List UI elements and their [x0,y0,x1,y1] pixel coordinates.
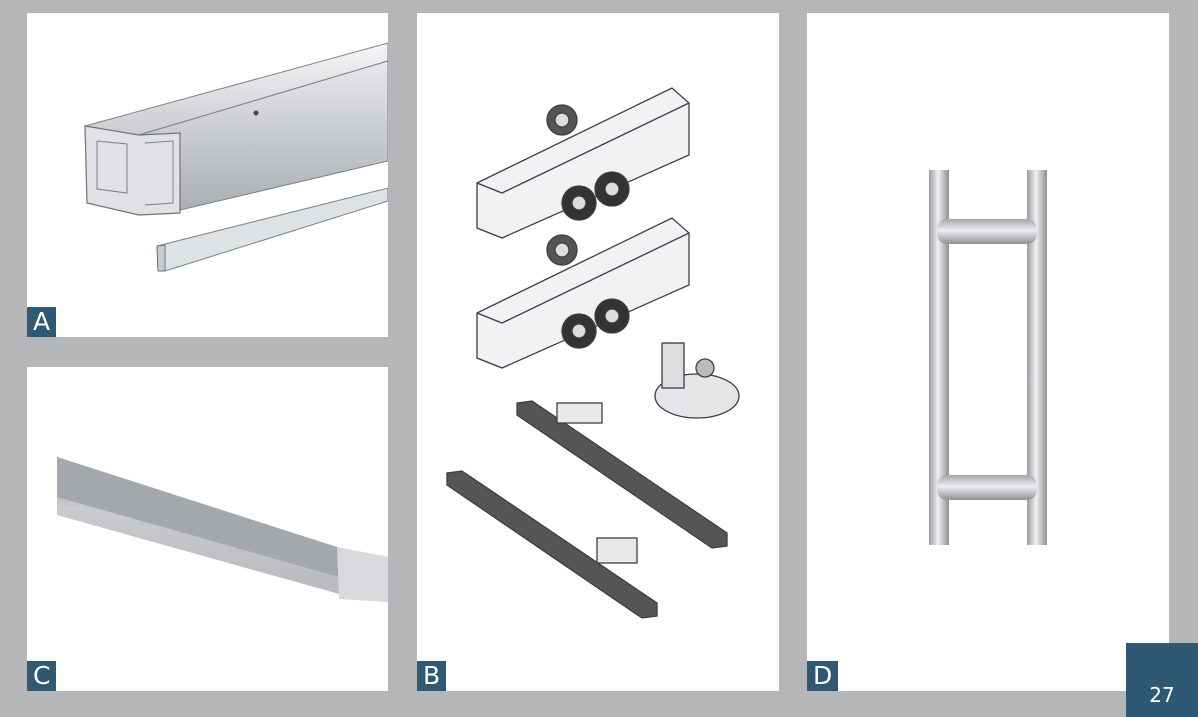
panel-c: C [27,367,388,691]
panel-label-a: A [27,307,56,337]
panel-label-b: B [417,661,446,691]
panel-b: B [417,13,779,691]
u-channel-image [27,367,388,691]
panel-a: A [27,13,388,337]
track-profile-image [27,13,388,337]
panel-label-c: C [27,661,56,691]
pull-handle-image [807,13,1169,691]
panel-label-d: D [807,661,838,691]
panel-d: D [807,13,1169,691]
hardware-set-image [417,13,779,691]
page-number: 27 [1126,643,1198,717]
